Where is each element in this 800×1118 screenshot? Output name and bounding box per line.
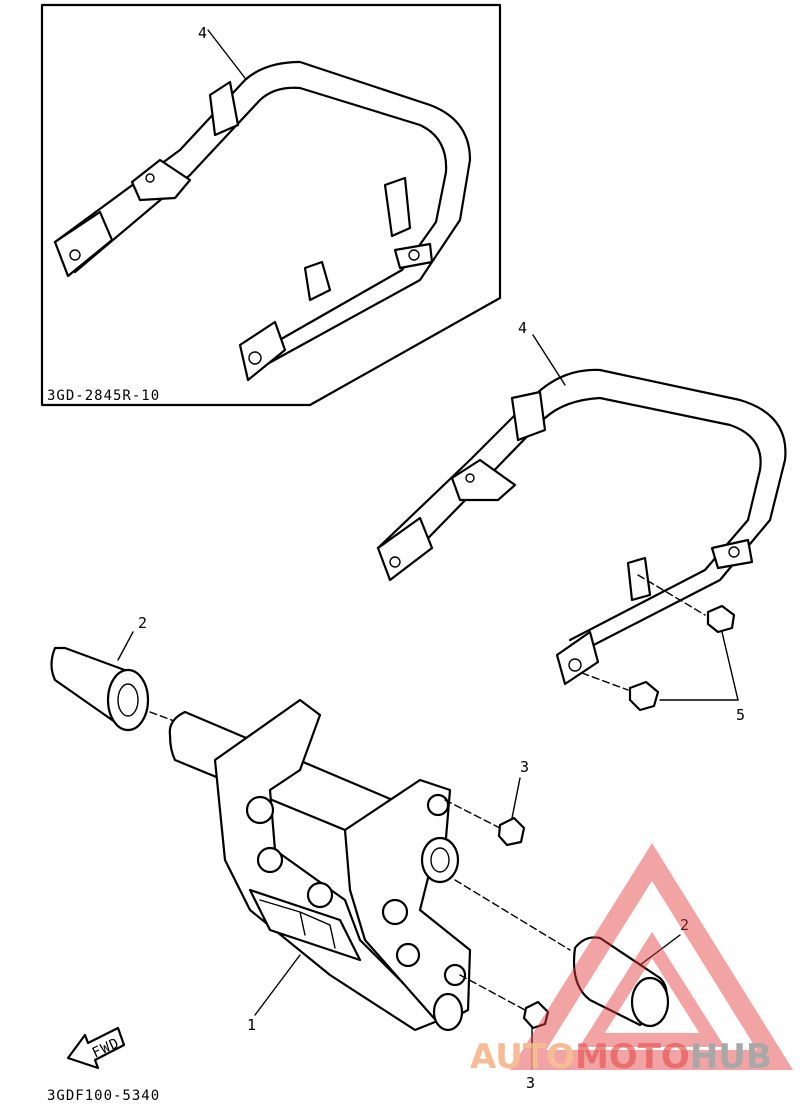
callout-frame: 1 [247, 1016, 256, 1034]
bolt-lower: 3 [459, 974, 550, 1092]
watermark-triangle-outer [509, 843, 793, 1070]
rack-part: 4 [376, 319, 787, 686]
inset-rack-part: 4 [53, 24, 472, 382]
callout-bolt-lower: 3 [526, 1074, 535, 1092]
inset-part-code: 3GD-2845R-10 [47, 388, 160, 404]
inset-box: 3GD-2845R-10 [40, 3, 502, 407]
callout-rack: 4 [518, 319, 527, 337]
callout-inset-rack: 4 [198, 24, 207, 42]
rack-bolts: 5 [581, 574, 745, 724]
watermark: AUTOMOTOHUB [470, 843, 793, 1077]
callout-bolt-upper: 3 [520, 758, 529, 776]
callout-rack-bolts: 5 [736, 706, 745, 724]
bumper-frame: 1 [168, 698, 472, 1034]
callout-end-cap-left: 2 [138, 614, 147, 632]
watermark-triangle-inner [579, 931, 725, 1047]
end-cap-left: 2 [50, 614, 186, 732]
figure-part-code: 3GDF100-5340 [47, 1088, 160, 1104]
end-cap-right: 2 [454, 879, 689, 1028]
watermark-moto: MOTO [575, 1037, 690, 1077]
watermark-auto: AUTO [470, 1037, 575, 1077]
svg-text:AUTOMOTOHUB: AUTOMOTOHUB [470, 1037, 772, 1077]
watermark-hub: HUB [690, 1037, 772, 1077]
callout-end-cap-right: 2 [680, 916, 689, 934]
fwd-arrow: FWD [66, 1026, 126, 1070]
bolt-upper: 3 [444, 758, 529, 847]
